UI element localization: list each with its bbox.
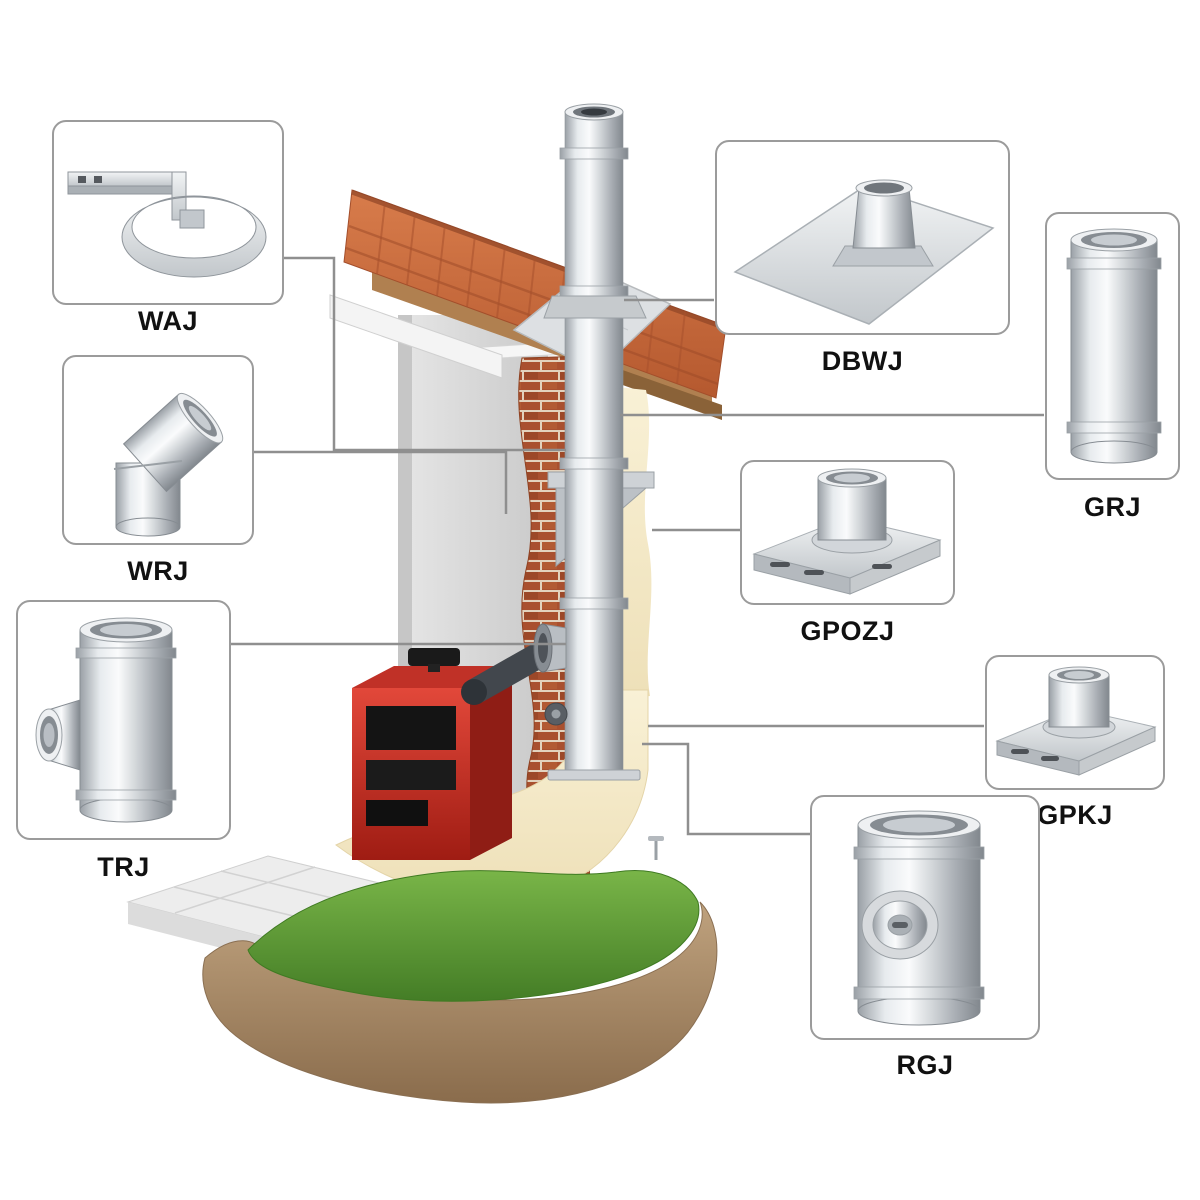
- callout-box-waj: [52, 120, 284, 305]
- dbwj-label: DBWJ: [821, 346, 904, 376]
- callout-box-wrj: [62, 355, 254, 545]
- chimney-pipe: [543, 103, 647, 781]
- wall-support-plate-icon: [752, 468, 942, 595]
- boiler: [352, 648, 512, 860]
- storm-collar: [543, 295, 647, 319]
- garden-tap: [648, 836, 664, 860]
- gpkj-label: GPKJ: [1037, 800, 1113, 830]
- grj-label: GRJ: [1083, 492, 1142, 522]
- callout-box-gpozj: [740, 460, 955, 605]
- roof-flashing-icon: [733, 179, 995, 325]
- waj-label: WAJ: [137, 306, 198, 336]
- 45-degree-elbow-icon: [113, 392, 224, 537]
- callout-box-grj: [1045, 212, 1180, 480]
- wall-bracket-icon: [67, 171, 267, 278]
- trj-label: TRJ: [97, 852, 150, 882]
- straight-pipe-icon: [1066, 228, 1162, 464]
- base-plate-icon: [995, 666, 1157, 776]
- grass: [247, 870, 700, 1002]
- rgj-label: RGJ: [896, 1050, 954, 1080]
- callout-box-rgj: [810, 795, 1040, 1040]
- flue-connector: [461, 623, 568, 726]
- pipe-base-plate: [547, 769, 641, 781]
- gpozj-label: GPOZJ: [800, 616, 895, 646]
- callout-box-gpkj: [985, 655, 1165, 790]
- callout-box-dbwj: [715, 140, 1010, 335]
- wrj-label: WRJ: [127, 556, 189, 586]
- tee-piece-icon: [35, 617, 177, 823]
- inspection-pipe-icon: [853, 810, 985, 1026]
- callout-box-trj: [16, 600, 231, 840]
- boiler-handle: [408, 648, 460, 666]
